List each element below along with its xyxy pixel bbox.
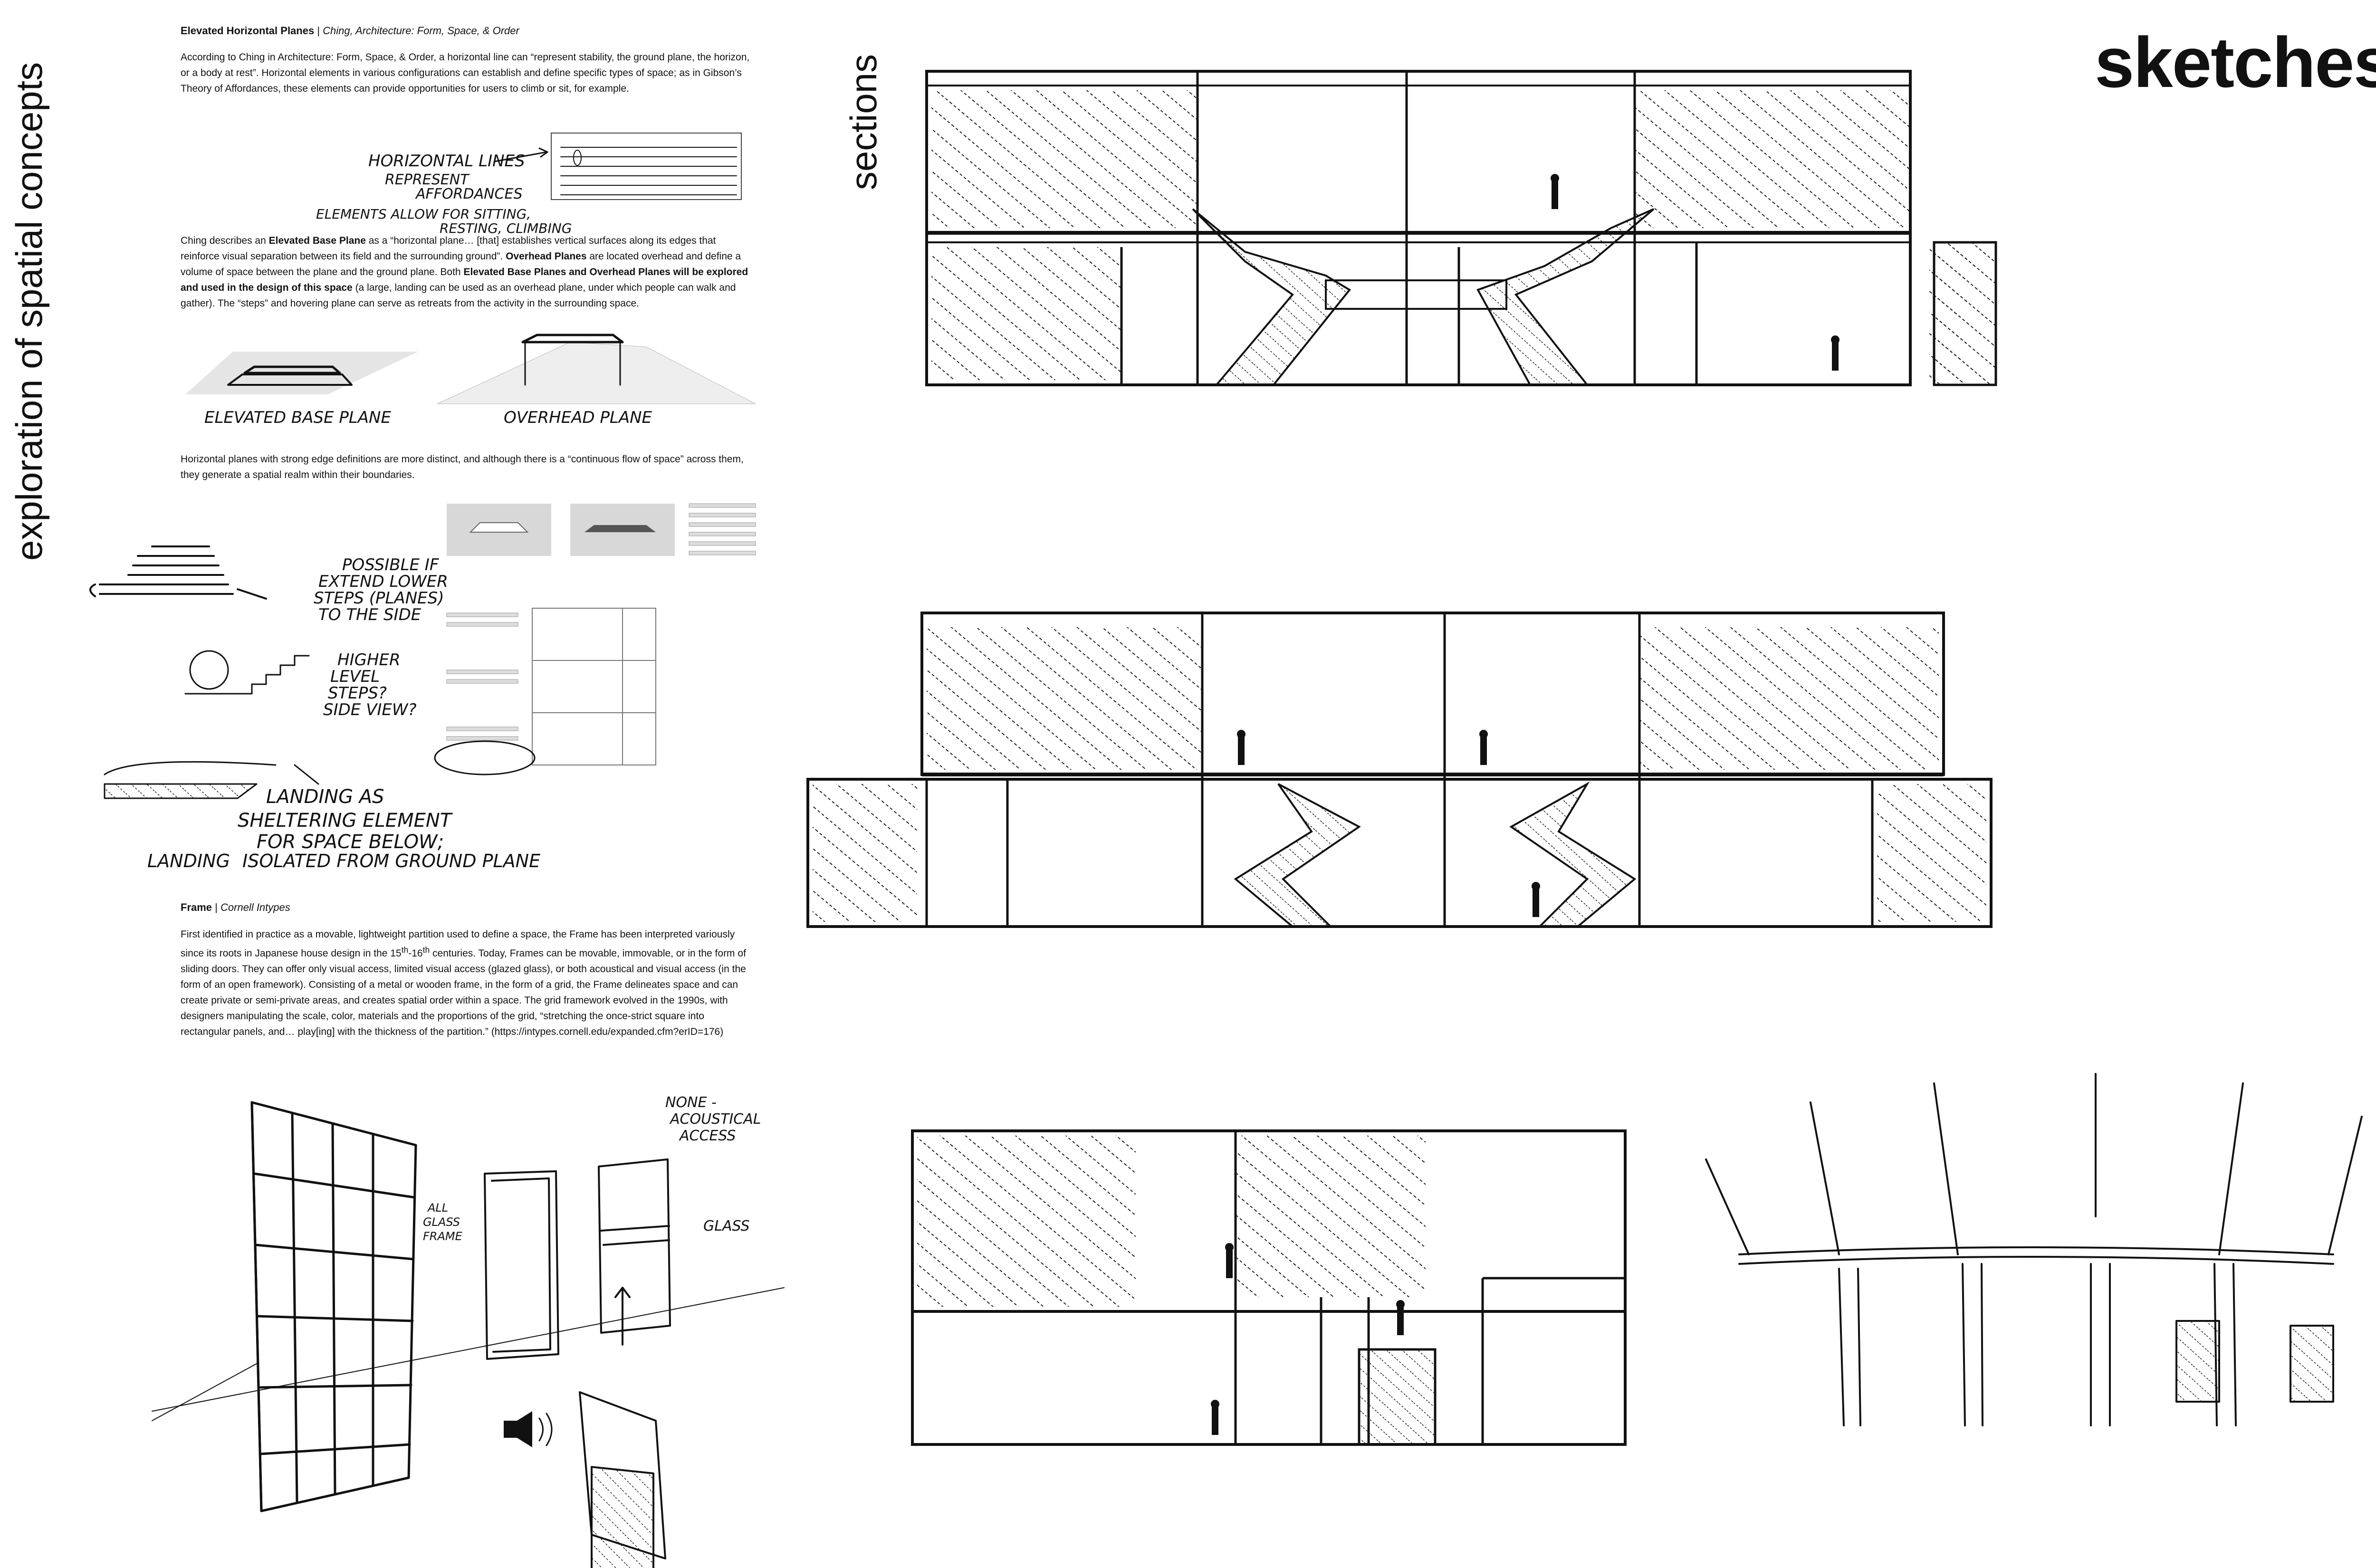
p2-bold-elevated-base: Elevated Base Plane <box>268 235 366 246</box>
note-horizontal-2: REPRESENT <box>385 172 470 188</box>
stepped-planes-sketch <box>89 545 267 600</box>
section-drawing-2 <box>806 612 1993 928</box>
note-horizontal-5: RESTING, CLIMBING <box>440 220 572 236</box>
note-all-glass-3: FRAME <box>423 1230 463 1243</box>
note-landing-2: SHELTERING ELEMENT <box>238 810 453 832</box>
p2-bold-both: Elevated Base Planes and Overhead Planes… <box>181 267 748 293</box>
scan-diagram <box>532 608 656 765</box>
glazed-panel-sketch <box>579 1287 666 1568</box>
note-possible-1: POSSIBLE IF <box>342 555 439 574</box>
note-landing-1: LANDING AS <box>266 786 384 808</box>
p2-bold-overhead: Overhead Planes <box>506 251 587 262</box>
section1-stairs <box>1192 208 1655 386</box>
frame-text-a: First identified in practice as a movabl… <box>181 929 735 959</box>
note-possible-2: EXTEND LOWER <box>318 572 448 591</box>
note-landing-4: LANDING <box>147 851 230 871</box>
note-glass: GLASS <box>703 1218 750 1234</box>
section2-stairs <box>1234 781 1637 927</box>
side-label: exploration of spatial concepts <box>8 62 50 561</box>
note-overhead: OVERHEAD PLANE <box>504 408 652 427</box>
section-drawing-1 <box>925 70 1997 386</box>
note-higher-3: STEPS? <box>328 684 387 703</box>
elevated-paragraph-2: Ching describes an Elevated Base Plane a… <box>181 233 751 311</box>
p2-text-g: (a large, landing can be used as an over… <box>181 282 736 309</box>
horizontal-lines-sketch: HORIZONTAL LINES REPRESENT AFFORDANCES E… <box>316 133 742 236</box>
sections-label: sections <box>843 54 884 190</box>
section-drawing-3 <box>911 1129 1627 1446</box>
note-horizontal-3: AFFORDANCES <box>415 186 523 202</box>
plane-sketches: ELEVATED BASE PLANE OVERHEAD PLANE <box>185 334 756 427</box>
p2-text-e: are located overhead and define a volume… <box>181 251 741 277</box>
frame-separator: | <box>215 901 218 913</box>
arrow-icon <box>493 147 548 163</box>
note-possible-3: STEPS (PLANES) <box>314 589 444 608</box>
note-acoustical-2: ACOUSTICAL <box>669 1111 761 1128</box>
note-landing-5: ISOLATED FROM GROUND PLANE <box>242 851 540 871</box>
elevated-paragraph-3: Horizontal planes with strong edge defin… <box>181 454 744 480</box>
p2-text-c: as a “horizontal plane… [that] establish… <box>181 235 716 262</box>
horizontal-lines-drawing <box>560 147 737 195</box>
note-acoustical-3: ACCESS <box>679 1128 736 1144</box>
section3-figures <box>1211 1243 1405 1435</box>
elevated-base-sketch <box>185 352 418 394</box>
elevated-source: Ching, Architecture: Form, Space, & Orde… <box>323 25 519 37</box>
note-possible-4: TO THE SIDE <box>318 605 422 624</box>
section1-figures <box>1551 174 1839 371</box>
speaker-icon <box>504 1411 553 1447</box>
circle-annotation <box>434 740 536 775</box>
frame-heading-row: Frame | Cornell Intypes <box>181 900 751 915</box>
frame-sup-1: th <box>401 945 409 955</box>
page-title: sketches <box>2094 22 2376 102</box>
perspective-sketch <box>1705 1073 2363 1426</box>
note-horizontal-1: HORIZONTAL LINES <box>368 152 525 171</box>
section2-figures <box>1237 730 1540 917</box>
elevated-paragraph-1: According to Ching in Architecture: Form… <box>181 52 750 94</box>
note-acoustical-1: NONE - <box>665 1094 717 1111</box>
elevated-heading-row: Elevated Horizontal Planes | Ching, Arch… <box>181 24 751 38</box>
glass-frame-sketch <box>598 1158 671 1334</box>
p2-text-a: Ching describes an <box>181 235 269 246</box>
frame-source: Cornell Intypes <box>220 901 290 913</box>
frame-paragraph: First identified in practice as a movabl… <box>181 927 751 1040</box>
frame-heading: Frame <box>181 901 212 913</box>
frame-sup-2: th <box>422 945 430 955</box>
note-higher-4: SIDE VIEW? <box>323 700 417 719</box>
note-horizontal-4: ELEMENTS ALLOW FOR SITTING, <box>316 206 531 222</box>
landing-sketch <box>104 761 319 799</box>
note-elevated-base: ELEVATED BASE PLANE <box>204 408 391 427</box>
steps-landing-sketches: POSSIBLE IF EXTEND LOWER STEPS (PLANES) … <box>89 503 756 871</box>
overhead-sketch <box>437 334 756 404</box>
heading-separator: | <box>317 25 320 37</box>
note-all-glass-2: GLASS <box>423 1215 460 1229</box>
note-higher-1: HIGHER <box>337 650 401 669</box>
door-frame-sketch <box>484 1170 559 1360</box>
note-higher-2: LEVEL <box>330 667 380 686</box>
scan-text-lines <box>446 503 756 741</box>
elevated-heading: Elevated Horizontal Planes <box>181 25 315 37</box>
frame-text-c: centuries. Today, Frames can be movable,… <box>181 948 746 1037</box>
scan-box <box>551 133 742 200</box>
side-steps-sketch <box>184 650 310 695</box>
note-landing-3: FOR SPACE BELOW; <box>257 831 444 853</box>
grid-frame-sketch <box>152 1101 785 1512</box>
frame-text-b: -16 <box>408 948 423 959</box>
note-all-glass-1: ALL <box>427 1201 448 1214</box>
frame-sketches: NONE - ACOUSTICAL ACCESS GLASS ALL GLASS… <box>152 1094 785 1568</box>
